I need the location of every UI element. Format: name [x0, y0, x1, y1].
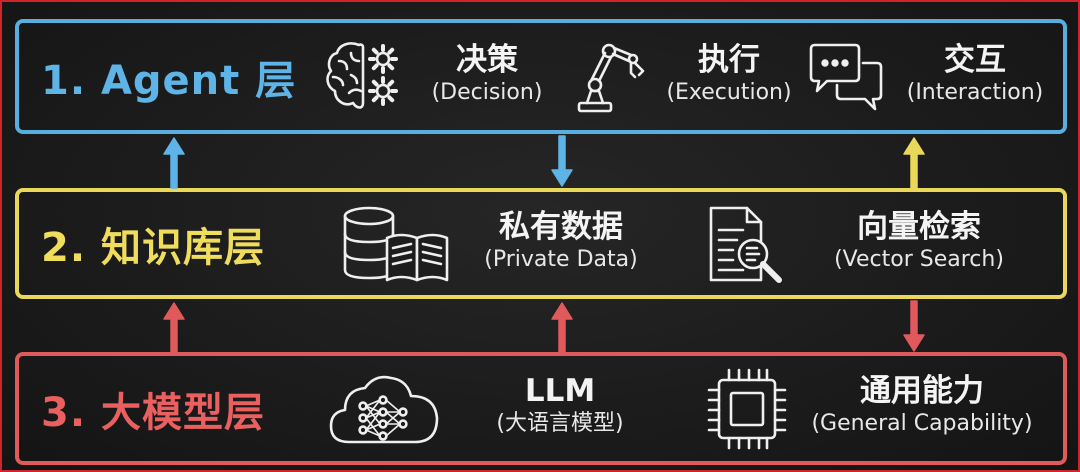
- private-data-label: 私有数据: [499, 209, 623, 245]
- execution-sublabel: (Execution): [666, 80, 792, 105]
- decision-item: 决策 (Decision): [417, 41, 557, 107]
- vector-search-sublabel: (Vector Search): [834, 247, 1004, 272]
- execution-item: 执行 (Execution): [659, 41, 799, 107]
- general-capability-sublabel: (General Capability): [811, 411, 1033, 436]
- cloud-neural-network-icon: [325, 368, 443, 452]
- arrow-down-icon: [902, 299, 926, 355]
- knowledge-base-layer: 2. 知识库层 私有数据 (Private Data): [15, 188, 1067, 299]
- arrow-up-icon: [550, 299, 574, 355]
- chip-icon: [705, 366, 789, 452]
- interaction-label: 交互: [944, 42, 1006, 78]
- general-capability-label: 通用能力: [860, 373, 984, 409]
- execution-label: 执行: [698, 42, 760, 78]
- private-data-sublabel: (Private Data): [484, 247, 638, 272]
- decision-sublabel: (Decision): [431, 80, 543, 105]
- chat-bubbles-icon: [805, 39, 887, 115]
- general-capability-item: 通用能力 (General Capability): [791, 372, 1053, 438]
- vector-search-item: 向量检索 (Vector Search): [819, 208, 1019, 274]
- arrow-up-icon: [162, 134, 186, 190]
- vector-search-label: 向量检索: [857, 209, 981, 245]
- brain-gears-icon: [323, 37, 403, 115]
- knowledge-base-layer-title: 2. 知识库层: [41, 224, 265, 271]
- agent-layer-title: 1. Agent 层: [41, 57, 297, 104]
- arrow-down-icon: [550, 134, 574, 190]
- decision-label: 决策: [456, 42, 518, 78]
- interaction-sublabel: (Interaction): [906, 80, 1044, 105]
- private-data-item: 私有数据 (Private Data): [471, 208, 651, 274]
- robot-arm-icon: [569, 37, 649, 117]
- llm-sublabel: (大语言模型): [496, 411, 624, 436]
- llm-layer: 3. 大模型层 LLM (大语言模型): [15, 352, 1067, 465]
- interaction-item: 交互 (Interaction): [895, 41, 1055, 107]
- database-book-icon: [337, 204, 455, 286]
- arrow-up-icon: [902, 134, 926, 190]
- llm-label: LLM: [524, 373, 596, 409]
- llm-item: LLM (大语言模型): [485, 372, 635, 438]
- agent-layer: 1. Agent 层 决策 (Deci: [15, 19, 1067, 134]
- arrow-up-icon: [162, 299, 186, 355]
- document-magnifier-icon: [703, 202, 795, 288]
- llm-layer-title: 3. 大模型层: [41, 389, 265, 436]
